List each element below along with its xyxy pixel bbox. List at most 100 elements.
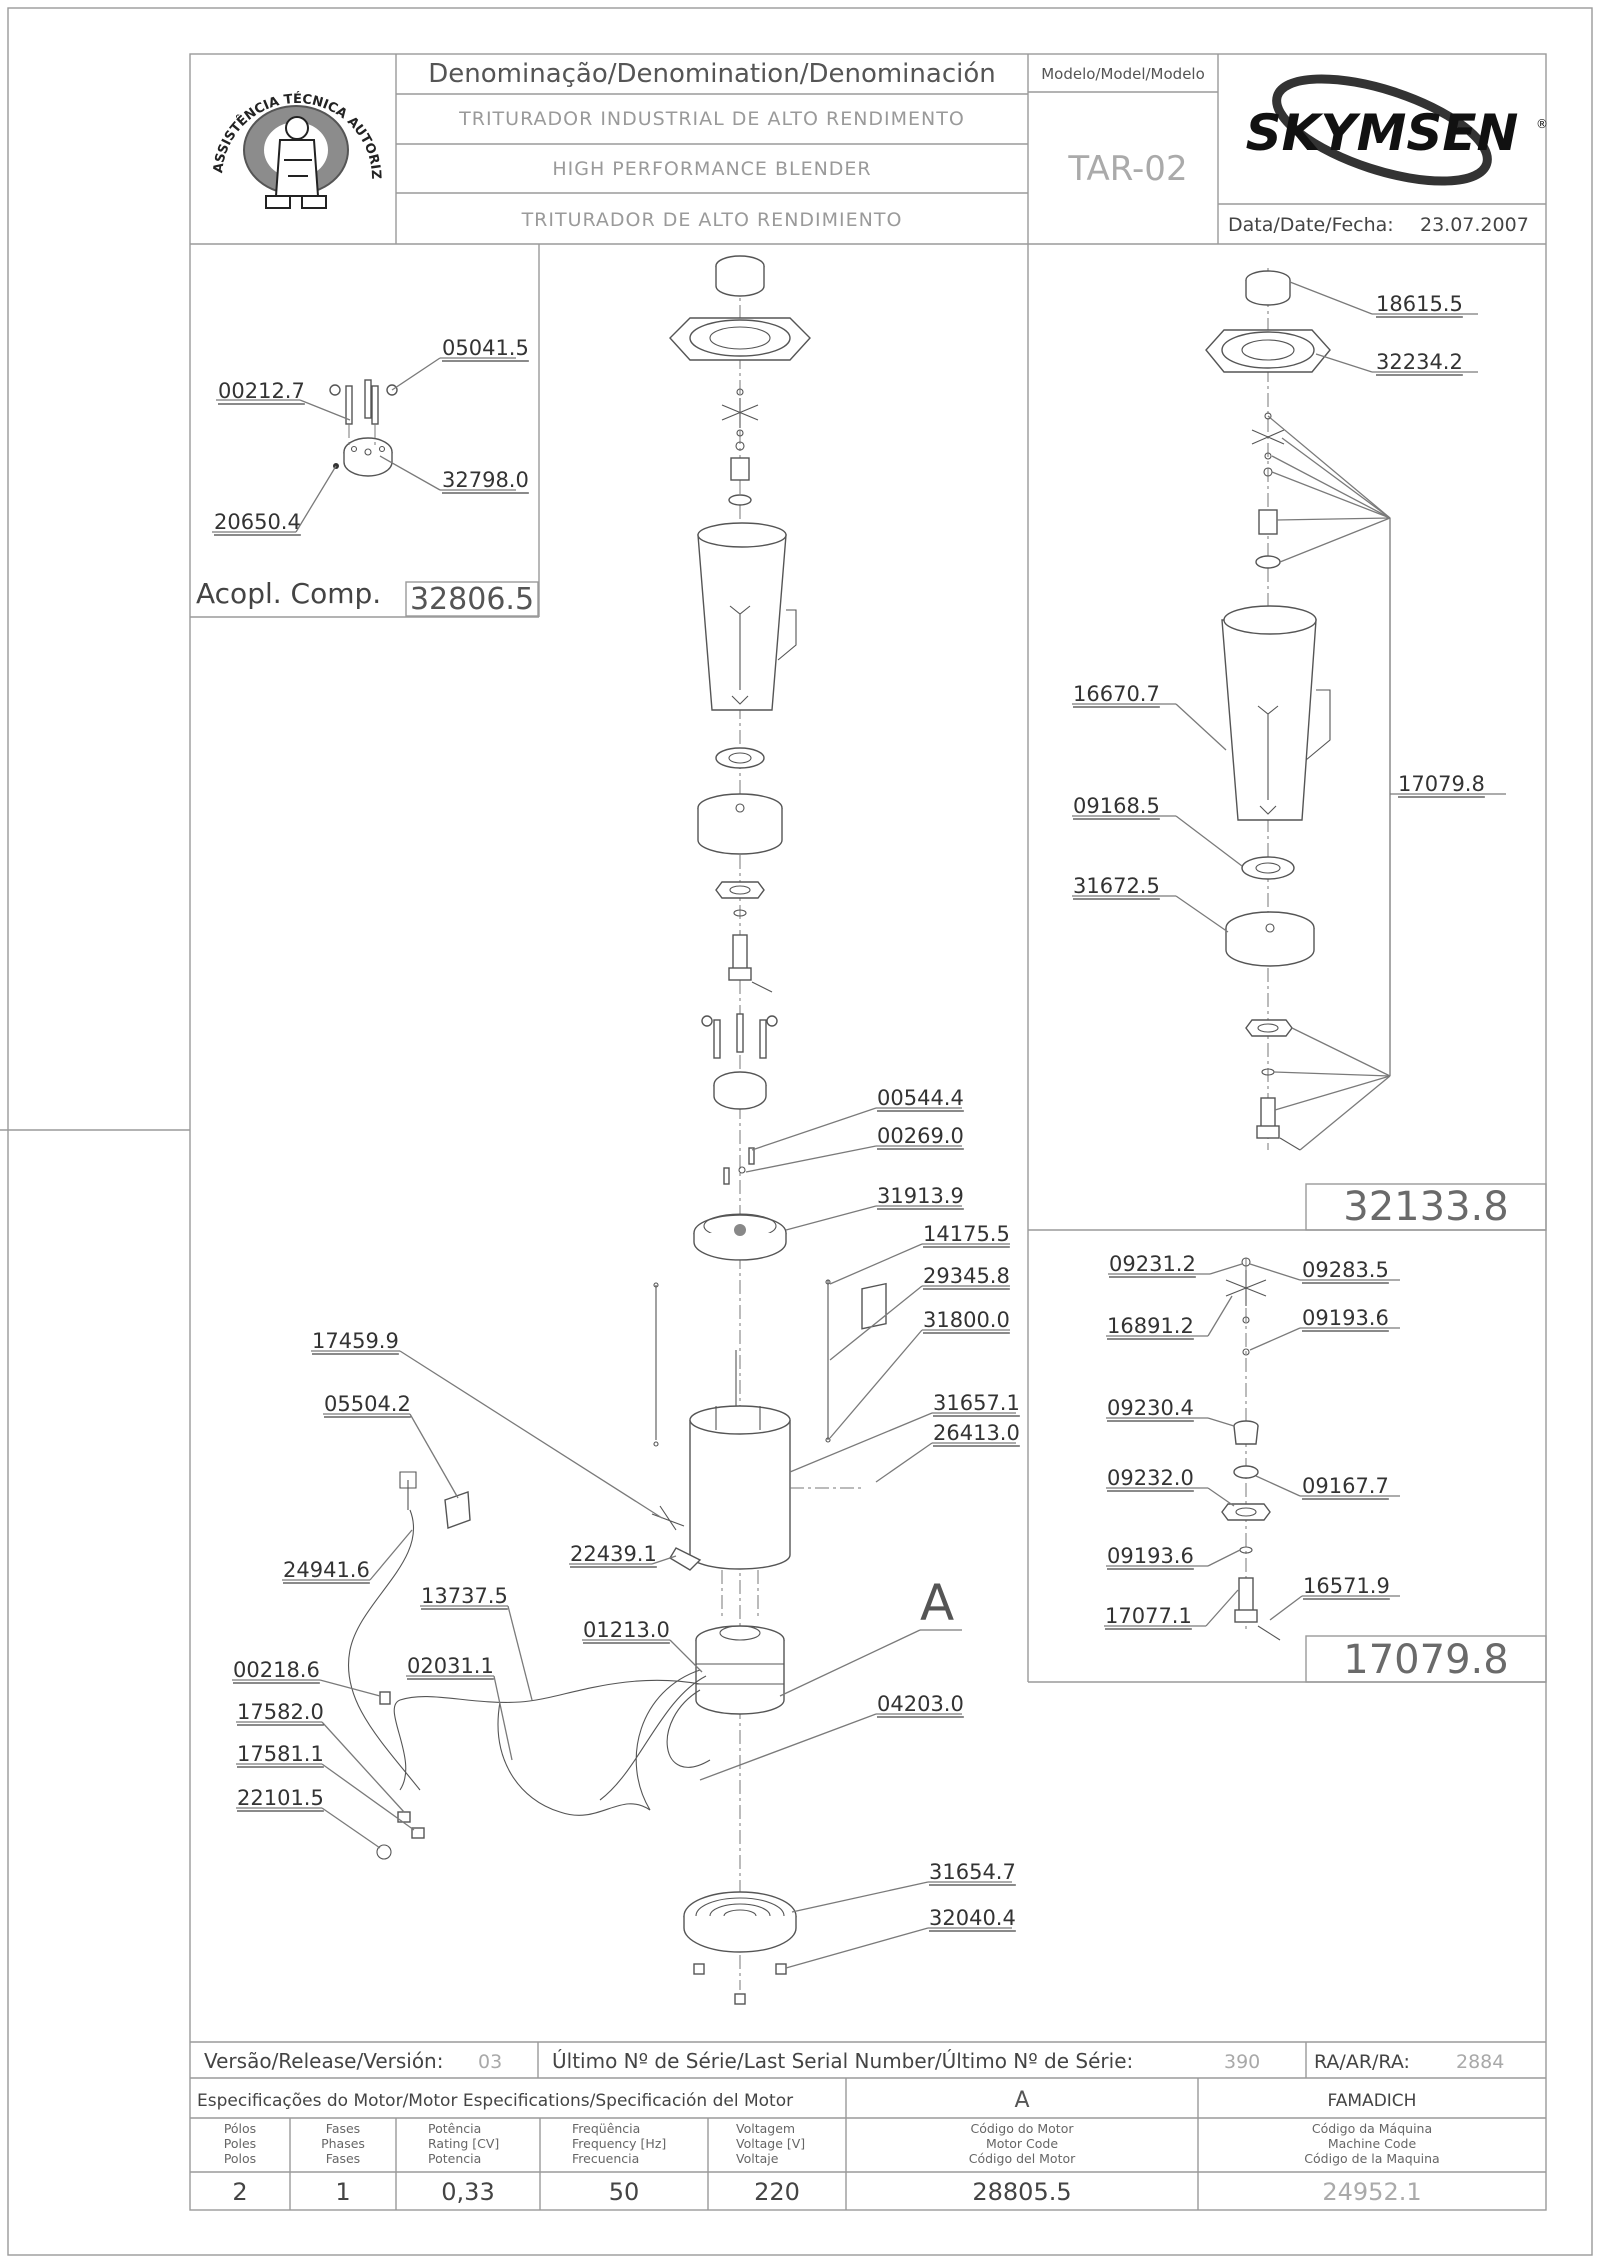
column-headers: Pólos Poles Polos Fases Phases Fases Pot… — [224, 2121, 1440, 2166]
svg-text:Motor Code: Motor Code — [986, 2136, 1058, 2151]
blade-kit-box: 17079.8 09231.2 09283.5 16891.2 09193.6 … — [1104, 1252, 1547, 1683]
jar-assembly-box: 32133.8 — [1027, 244, 1547, 1683]
part-label: 20650.4 — [214, 510, 301, 534]
svg-text:Frecuencia: Frecuencia — [572, 2151, 639, 2166]
version-value: 03 — [478, 2051, 502, 2073]
motor-spec-label: Especificações do Motor/Motor Especifica… — [197, 2091, 793, 2111]
coupling-drawing — [329, 379, 398, 477]
part-label: 32798.0 — [442, 468, 529, 492]
brand-name: SKYMSEN — [1246, 104, 1519, 162]
denomination-label: Denominação/Denomination/Denominación — [428, 59, 995, 89]
name-english: HIGH PERFORMANCE BLENDER — [552, 158, 871, 180]
coupling-box: Acopl. Comp. 32806.5 05041.5 00212.7 327… — [190, 244, 540, 618]
serial-value: 390 — [1224, 2051, 1260, 2073]
svg-text:Código del Motor: Código del Motor — [969, 2151, 1076, 2166]
jar-assembly-code: 32133.8 — [1343, 1184, 1508, 1230]
part-label: 31913.9 — [877, 1184, 964, 1208]
motor-code-value: 28805.5 — [972, 2178, 1071, 2206]
part-label: 09232.0 — [1107, 1466, 1194, 1490]
svg-text:Machine Code: Machine Code — [1328, 2136, 1417, 2151]
main-exploded-view — [348, 255, 887, 2005]
part-label: 31672.5 — [1073, 874, 1160, 898]
part-label: 22101.5 — [237, 1786, 324, 1810]
part-label: 09168.5 — [1073, 794, 1160, 818]
coupling-code: 32806.5 — [410, 582, 534, 617]
brand-logo: SKYMSEN ® — [1246, 74, 1548, 186]
drawing-frame — [189, 53, 1547, 2211]
svg-text:Polos: Polos — [224, 2151, 256, 2166]
part-label: 00212.7 — [218, 379, 305, 403]
main-labels: 00544.4 00269.0 31913.9 14175.5 29345.8 … — [232, 1086, 1020, 1969]
name-portuguese: TRITURADOR INDUSTRIAL DE ALTO RENDIMENTO — [458, 108, 965, 130]
part-label: 16670.7 — [1073, 682, 1160, 706]
part-label: 17077.1 — [1105, 1604, 1192, 1628]
detail-a-marker: A — [920, 1574, 954, 1632]
part-label: 04203.0 — [877, 1692, 964, 1716]
svg-text:Potência: Potência — [428, 2121, 481, 2136]
part-label: 17079.8 — [1398, 772, 1485, 796]
date-value: 23.07.2007 — [1420, 214, 1529, 236]
part-label: 31657.1 — [933, 1391, 1020, 1415]
part-label: 16891.2 — [1107, 1314, 1194, 1338]
part-label: 17581.1 — [237, 1742, 324, 1766]
date-label: Data/Date/Fecha: — [1228, 214, 1394, 236]
part-label: 05504.2 — [324, 1392, 411, 1416]
svg-text:®: ® — [1536, 117, 1548, 131]
svg-text:Código da Máquina: Código da Máquina — [1312, 2121, 1432, 2136]
part-label: 31800.0 — [923, 1308, 1010, 1332]
svg-text:Voltagem: Voltagem — [736, 2121, 795, 2136]
part-label: 09167.7 — [1302, 1474, 1389, 1498]
model-number: TAR-02 — [1067, 149, 1187, 189]
svg-text:Fases: Fases — [326, 2121, 360, 2136]
part-label: 09193.6 — [1107, 1544, 1194, 1568]
part-label: 02031.1 — [407, 1654, 494, 1678]
part-label: 31654.7 — [929, 1860, 1016, 1884]
part-label: 17582.0 — [237, 1700, 324, 1724]
power-value: 0,33 — [441, 2178, 494, 2206]
frequency-value: 50 — [609, 2178, 640, 2206]
poles-value: 2 — [232, 2178, 247, 2206]
voltage-value: 220 — [754, 2178, 800, 2206]
part-label: 24941.6 — [283, 1558, 370, 1582]
part-label: 09231.2 — [1109, 1252, 1196, 1276]
svg-text:Frequency [Hz]: Frequency [Hz] — [572, 2136, 666, 2151]
part-label: 13737.5 — [421, 1584, 508, 1608]
service-seal: ASSISTÊNCIA TÉCNICA AUTORIZADA — [0, 0, 383, 209]
serial-label: Último Nº de Série/Last Serial Number/Úl… — [552, 2049, 1133, 2073]
part-label: 05041.5 — [442, 336, 529, 360]
svg-text:Potencia: Potencia — [428, 2151, 481, 2166]
model-label: Modelo/Model/Modelo — [1041, 65, 1205, 83]
svg-text:Freqüência: Freqüência — [572, 2121, 640, 2136]
svg-text:Voltaje: Voltaje — [736, 2151, 779, 2166]
ra-label: RA/AR/RA: — [1314, 2051, 1410, 2073]
svg-text:Código do Motor: Código do Motor — [970, 2121, 1074, 2136]
part-label: 14175.5 — [923, 1222, 1010, 1246]
part-label: 09283.5 — [1302, 1258, 1389, 1282]
part-label: 26413.0 — [933, 1421, 1020, 1445]
part-label: 32234.2 — [1376, 350, 1463, 374]
part-label: 17459.9 — [312, 1329, 399, 1353]
svg-text:Voltage [V]: Voltage [V] — [736, 2136, 805, 2151]
svg-text:Phases: Phases — [321, 2136, 365, 2151]
svg-text:Poles: Poles — [224, 2136, 256, 2151]
part-label: 22439.1 — [570, 1542, 657, 1566]
part-label: 16571.9 — [1303, 1574, 1390, 1598]
phases-value: 1 — [335, 2178, 350, 2206]
part-label: 01213.0 — [583, 1618, 670, 1642]
part-label: 32040.4 — [929, 1906, 1016, 1930]
part-label: 00544.4 — [877, 1086, 964, 1110]
svg-text:Rating [CV]: Rating [CV] — [428, 2136, 499, 2151]
machine-code-value: 24952.1 — [1322, 2178, 1421, 2206]
outer-border — [7, 7, 1593, 2256]
svg-text:Pólos: Pólos — [224, 2121, 256, 2136]
part-label: 00218.6 — [233, 1658, 320, 1682]
ra-value: 2884 — [1456, 2051, 1504, 2073]
coupling-label: Acopl. Comp. — [196, 577, 381, 610]
part-label: 09193.6 — [1302, 1306, 1389, 1330]
blade-kit-code: 17079.8 — [1343, 1637, 1508, 1683]
part-label: 09230.4 — [1107, 1396, 1194, 1420]
title-block: Denominação/Denomination/Denominación TR… — [0, 0, 1548, 245]
part-label: 29345.8 — [923, 1264, 1010, 1288]
name-spanish: TRITURADOR DE ALTO RENDIMIENTO — [521, 209, 903, 231]
